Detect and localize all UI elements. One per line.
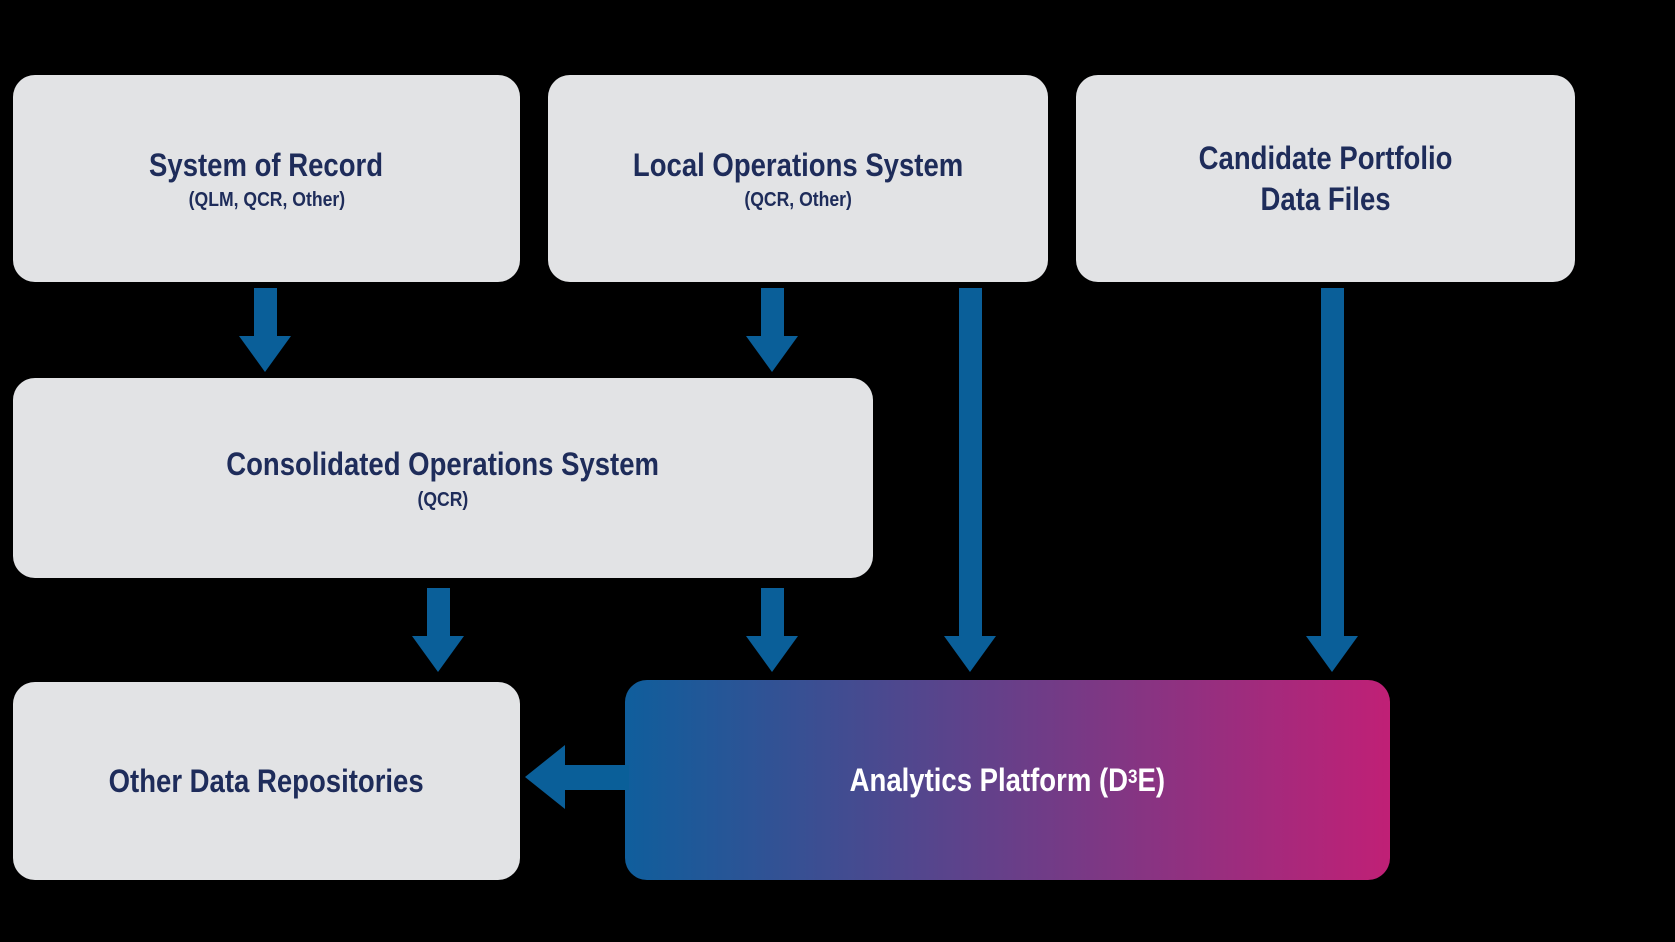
- arrow-shaft: [426, 588, 450, 636]
- node-candidate-portfolio-data-files: Candidate Portfolio Data Files: [1076, 75, 1575, 282]
- node-title: Other Data Repositories: [108, 762, 425, 799]
- arrow-head-icon: [525, 745, 565, 809]
- arrow-head-icon: [239, 336, 291, 372]
- arrow-local-operations-to-analytics: [944, 288, 996, 672]
- arrow-head-icon: [746, 636, 798, 672]
- node-local-operations-system: Local Operations System (QCR, Other): [548, 75, 1048, 282]
- analytics-title-text: Analytics Platform (D: [849, 761, 1129, 798]
- arrow-shaft: [565, 764, 629, 790]
- node-subtitle: (QCR, Other): [744, 189, 852, 212]
- arrow-shaft: [760, 288, 784, 336]
- node-title: Candidate Portfolio Data Files: [1198, 140, 1453, 217]
- arrow-consolidated-to-analytics: [746, 588, 798, 672]
- node-system-of-record: System of Record (QLM, QCR, Other): [13, 75, 520, 282]
- arrow-system-of-record-to-consolidated: [239, 288, 291, 372]
- arrow-candidate-portfolio-to-analytics: [1306, 288, 1358, 672]
- node-title: Consolidated Operations System: [226, 446, 660, 483]
- arrow-head-icon: [412, 636, 464, 672]
- node-other-data-repositories: Other Data Repositories: [13, 682, 520, 880]
- node-subtitle: (QCR): [417, 488, 469, 511]
- analytics-title-text: E): [1137, 761, 1166, 798]
- arrow-head-icon: [746, 336, 798, 372]
- node-consolidated-operations-system: Consolidated Operations System (QCR): [13, 378, 873, 578]
- node-title: Analytics Platform (D3E): [850, 760, 1165, 800]
- node-analytics-platform: Analytics Platform (D3E): [625, 680, 1390, 880]
- node-subtitle: (QLM, QCR, Other): [188, 189, 345, 212]
- arrow-local-operations-to-consolidated: [746, 288, 798, 372]
- arrow-head-icon: [1306, 636, 1358, 672]
- arrow-consolidated-to-other-repositories: [412, 588, 464, 672]
- arrow-shaft: [253, 288, 277, 336]
- arrow-shaft: [958, 288, 982, 636]
- arrow-shaft: [760, 588, 784, 636]
- node-title: Local Operations System: [632, 146, 964, 183]
- arrow-head-icon: [944, 636, 996, 672]
- arrow-shaft: [1320, 288, 1344, 636]
- analytics-title-superscript: 3: [1128, 765, 1138, 788]
- node-title: System of Record: [149, 146, 384, 183]
- arrow-analytics-to-other-repositories: [525, 745, 629, 809]
